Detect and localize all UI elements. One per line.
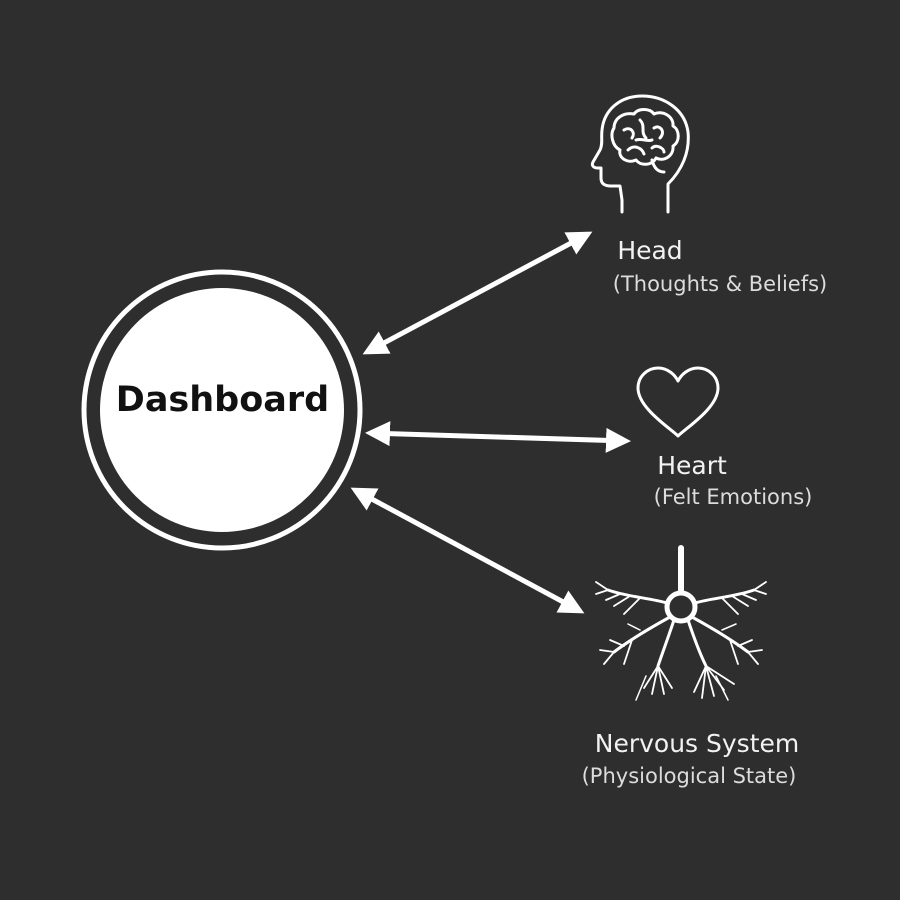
arrow-dashboard-nervous-system xyxy=(350,487,585,614)
heart-title: Heart xyxy=(657,451,727,480)
arrow-dashboard-head xyxy=(362,231,593,355)
heart-subtitle: (Felt Emotions) xyxy=(653,485,813,509)
arrow-dashboard-heart xyxy=(365,421,631,453)
head-brain-icon xyxy=(590,94,690,214)
head-subtitle: (Thoughts & Beliefs) xyxy=(612,272,828,296)
dashboard-outer-ring xyxy=(81,269,363,551)
dashboard-inner-circle xyxy=(100,288,344,532)
neuron-icon xyxy=(595,545,767,701)
nervous-system-title: Nervous System xyxy=(594,729,800,758)
head-title: Head xyxy=(617,236,683,265)
heart-icon xyxy=(636,366,720,438)
dashboard-label: Dashboard xyxy=(115,380,330,420)
nervous-system-subtitle: (Physiological State) xyxy=(581,764,797,788)
dashboard-hub xyxy=(81,269,363,551)
